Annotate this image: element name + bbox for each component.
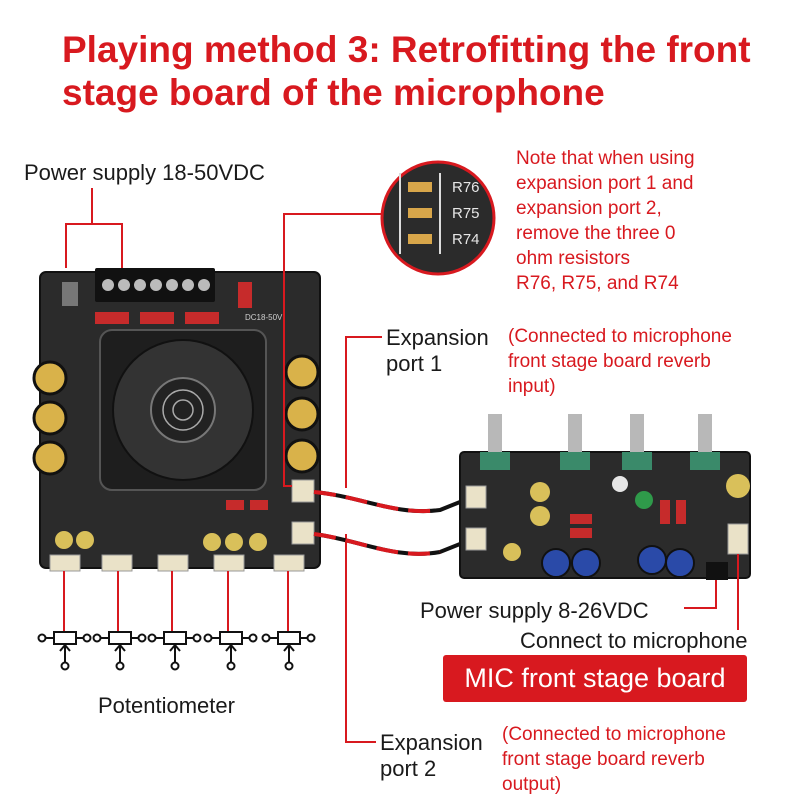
- voltage-silkscreen: DC18-50V: [245, 313, 283, 322]
- note-line: expansion port 2,: [516, 198, 662, 219]
- resistor-zoom-callout: [380, 160, 496, 276]
- resistor-label-r75: R75: [452, 205, 480, 222]
- exp2-desc-line: front stage board reverb: [502, 749, 705, 770]
- resistor-label-r74: R74: [452, 231, 480, 248]
- exp1-desc-line: (Connected to microphone: [508, 326, 732, 347]
- exp1-line-1: Expansion: [386, 325, 489, 350]
- title-line-1: Playing method 3: Retrofitting the front: [62, 29, 751, 70]
- expansion-port-1-description: (Connected to microphone front stage boa…: [508, 324, 788, 399]
- exp1-line-2: port 1: [386, 351, 443, 376]
- exp2-line-2: port 2: [380, 756, 437, 781]
- power-supply-mic-label: Power supply 8-26VDC: [420, 598, 649, 623]
- potentiometer-symbol: [147, 631, 202, 671]
- exp2-desc-line: output): [502, 774, 562, 795]
- potentiometer-symbol: [92, 631, 147, 671]
- exp2-desc-line: (Connected to microphone: [502, 724, 726, 745]
- power-supply-main-label: Power supply 18-50VDC: [24, 160, 265, 185]
- note-line: ohm resistors: [516, 248, 631, 269]
- expansion-port-2-description: (Connected to microphone front stage boa…: [502, 722, 792, 797]
- mic-board-banner: MIC front stage board: [443, 655, 747, 702]
- power-terminal-pins: [102, 279, 210, 291]
- mic-power-leader: [684, 580, 717, 609]
- mic-board: [459, 414, 751, 580]
- expansion-port-2-label: Expansion port 2: [380, 730, 483, 782]
- note-line: Note that when using: [516, 148, 695, 169]
- potentiometer-symbol: [203, 631, 258, 671]
- power-bracket: [65, 223, 123, 268]
- resistor-label-r76: R76: [452, 179, 480, 196]
- potentiometer-symbol: [261, 631, 316, 671]
- callout-pointer-line: [283, 213, 382, 487]
- note-line: R76, R75, and R74: [516, 273, 679, 294]
- exp1-leader: [345, 336, 382, 488]
- exp2-line-1: Expansion: [380, 730, 483, 755]
- cooling-fan: [99, 329, 267, 491]
- amplifier-board: [32, 268, 321, 572]
- exp1-desc-line: input): [508, 376, 556, 397]
- interconnect-cables: [313, 490, 471, 556]
- page-title: Playing method 3: Retrofitting the front…: [62, 28, 782, 114]
- connect-microphone-label: Connect to microphone: [520, 628, 748, 653]
- potentiometer-label: Potentiometer: [98, 693, 235, 718]
- title-line-2: stage board of the microphone: [62, 72, 605, 113]
- exp2-leader: [345, 534, 376, 743]
- potentiometer-leads: [63, 571, 289, 636]
- potentiometer-symbol: [37, 631, 92, 671]
- note-line: remove the three 0: [516, 223, 676, 244]
- exp1-desc-line: front stage board reverb: [508, 351, 711, 372]
- note-line: expansion port 1 and: [516, 173, 694, 194]
- resistor-note: Note that when using expansion port 1 an…: [516, 146, 786, 296]
- expansion-port-1-label: Expansion port 1: [386, 325, 489, 377]
- potentiometer-symbols: [37, 631, 316, 671]
